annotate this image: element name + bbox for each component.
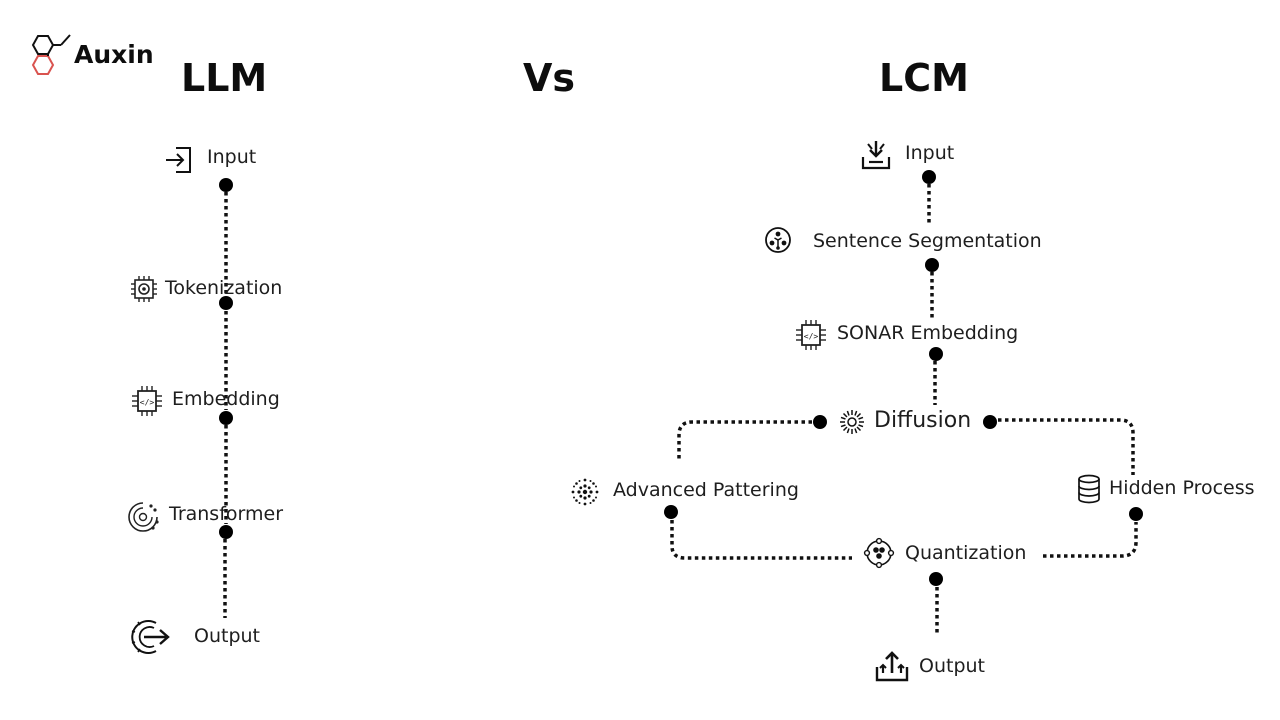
lcm-step-hidden-process-label: Hidden Process <box>1109 477 1255 499</box>
llm-step-output-label: Output <box>194 625 260 647</box>
lcm-step-diffusion-label: Diffusion <box>874 408 972 433</box>
llm-step-transformer-label: Transformer <box>169 503 284 525</box>
lcm-node <box>664 505 678 519</box>
lcm-node <box>813 415 827 429</box>
llm-node <box>219 178 233 192</box>
lcm-node <box>929 347 943 361</box>
svg-text:</>: </> <box>804 332 819 341</box>
brand-name: Auxin <box>74 40 154 69</box>
llm-step-embedding-label: Embedding <box>172 388 280 410</box>
lcm-step-sonar-embedding-label: SONAR Embedding <box>837 322 1019 344</box>
database-icon <box>1078 474 1100 504</box>
llm-step-tokenization-label: Tokenization <box>165 277 283 299</box>
svg-text:</>: </> <box>140 398 155 407</box>
llm-node <box>219 296 233 310</box>
lcm-node <box>1129 507 1143 521</box>
upload-tray-icon <box>875 651 909 682</box>
download-tray-icon <box>861 141 891 170</box>
hexagon-logo-icon <box>31 34 71 75</box>
lcm-node <box>929 572 943 586</box>
output-gear-icon <box>131 620 170 654</box>
code-chip-icon: </> <box>796 320 826 350</box>
title-lcm: LCM <box>879 56 969 100</box>
lcm-step-sentence-segmentation-label: Sentence Segmentation <box>813 230 1042 252</box>
login-arrow-icon <box>166 147 191 173</box>
node-cluster-icon <box>863 537 895 569</box>
target-chip-icon <box>131 276 157 302</box>
people-network-icon <box>765 227 791 253</box>
lcm-connector <box>677 420 812 462</box>
dot-burst-icon <box>571 478 599 506</box>
lcm-node <box>925 258 939 272</box>
lcm-connector <box>670 520 852 560</box>
lcm-step-quantization-label: Quantization <box>905 542 1027 564</box>
title-llm: LLM <box>181 56 268 100</box>
lcm-connector <box>998 418 1135 475</box>
llm-node <box>219 411 233 425</box>
lcm-node <box>983 415 997 429</box>
llm-node <box>219 525 233 539</box>
llm-step-input-label: Input <box>207 146 257 168</box>
lcm-step-output-label: Output <box>919 655 985 677</box>
radial-burst-icon <box>840 410 864 434</box>
lcm-node <box>922 170 936 184</box>
spiral-dots-icon <box>128 502 159 532</box>
lcm-step-input-label: Input <box>905 142 955 164</box>
lcm-connector <box>1043 522 1138 558</box>
code-chip-icon: </> <box>132 386 162 416</box>
lcm-step-advanced-pattering-label: Advanced Pattering <box>613 479 799 501</box>
title-vs: Vs <box>523 56 576 100</box>
